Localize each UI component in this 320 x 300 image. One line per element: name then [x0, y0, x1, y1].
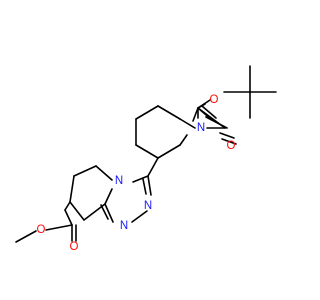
bond	[15, 230, 37, 243]
atom-label-o-ester-carbonyl: O	[70, 241, 79, 253]
bond	[135, 144, 159, 159]
bond	[104, 188, 113, 205]
bond	[179, 134, 188, 146]
bond	[45, 224, 73, 231]
bonds	[15, 65, 277, 243]
bond	[157, 144, 181, 159]
bond	[64, 201, 71, 211]
bond	[221, 138, 237, 145]
bond	[219, 132, 235, 139]
atom-labels: N O O N N N O O	[37, 94, 236, 253]
atom-label-o-boc-single: O	[210, 94, 219, 106]
bond	[157, 105, 181, 120]
atom-label-n-triazole-b: N	[120, 220, 128, 232]
bond	[132, 175, 149, 183]
bond	[73, 165, 97, 177]
atom-label-n-triazole-a: N	[144, 200, 152, 212]
bond	[69, 201, 85, 221]
atom-label-n-bridgehead: N	[115, 175, 123, 187]
atom-label-o-ester-single: O	[37, 224, 46, 236]
atom-label-o-boc-carbonyl: O	[227, 140, 236, 152]
bond	[147, 175, 152, 196]
bond	[205, 116, 228, 129]
bond	[142, 178, 147, 195]
bond	[192, 107, 199, 122]
bond	[95, 165, 113, 181]
bond	[197, 103, 206, 109]
structure-canvas: N O O N N N O O	[15, 65, 277, 253]
bond	[201, 105, 217, 119]
bond	[64, 209, 73, 226]
bond	[100, 204, 109, 220]
bond	[104, 203, 114, 223]
bond	[147, 157, 159, 177]
atom-label-n-piperidine: N	[197, 122, 205, 134]
bond	[131, 210, 148, 223]
bond	[179, 118, 196, 129]
bond	[135, 105, 159, 120]
bond	[69, 175, 75, 203]
molecule-diagram: N O O N N N O O	[15, 65, 277, 253]
bond	[83, 203, 106, 221]
